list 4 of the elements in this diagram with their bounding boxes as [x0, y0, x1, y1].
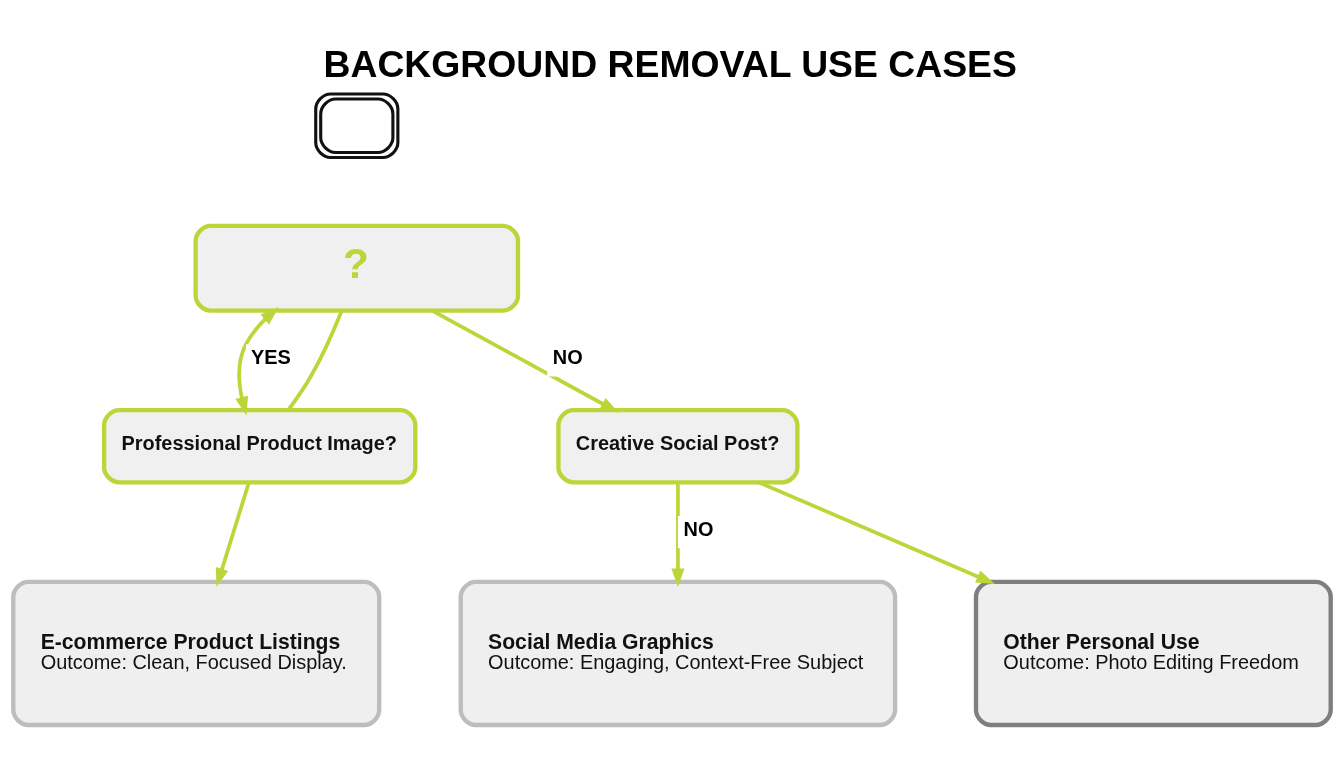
- edge-label: NO: [552, 345, 583, 368]
- edge-label: NO: [683, 517, 714, 540]
- diagram-title: BACKGROUND REMOVAL USE CASES: [323, 42, 1017, 85]
- edge-label: YES: [251, 345, 291, 368]
